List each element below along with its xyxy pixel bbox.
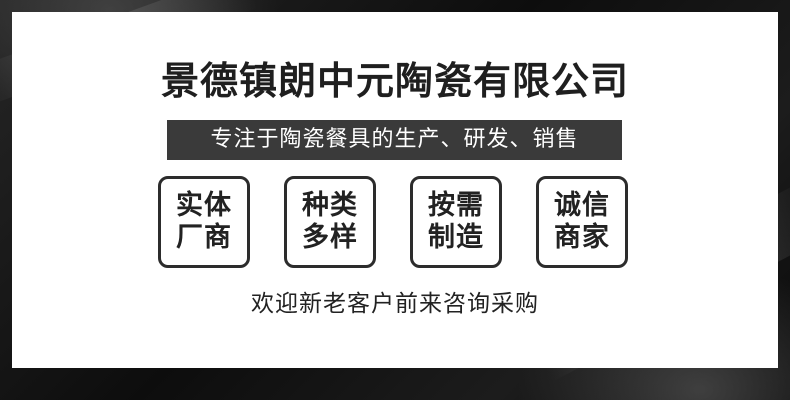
feature-line: 诚信 bbox=[554, 190, 610, 221]
feature-box-trustworthy: 诚信 商家 bbox=[536, 176, 628, 268]
feature-box-physical-manufacturer: 实体 厂商 bbox=[158, 176, 250, 268]
feature-line: 种类 bbox=[302, 190, 358, 221]
feature-line: 多样 bbox=[302, 222, 358, 253]
feature-line: 实体 bbox=[176, 190, 232, 221]
feature-line: 商家 bbox=[554, 222, 610, 253]
company-name: 景德镇朗中元陶瓷有限公司 bbox=[160, 58, 629, 103]
feature-line: 制造 bbox=[428, 222, 484, 253]
feature-line: 按需 bbox=[428, 190, 484, 221]
slogan-bar: 专注于陶瓷餐具的生产、研发、销售 bbox=[167, 120, 622, 160]
welcome-message: 欢迎新老客户前来咨询采购 bbox=[251, 291, 539, 317]
feature-box-custom-made: 按需 制造 bbox=[410, 176, 502, 268]
banner-panel: 景德镇朗中元陶瓷有限公司 专注于陶瓷餐具的生产、研发、销售 实体 厂商 种类 多… bbox=[12, 12, 778, 368]
feature-box-variety: 种类 多样 bbox=[284, 176, 376, 268]
feature-line: 厂商 bbox=[176, 222, 232, 253]
